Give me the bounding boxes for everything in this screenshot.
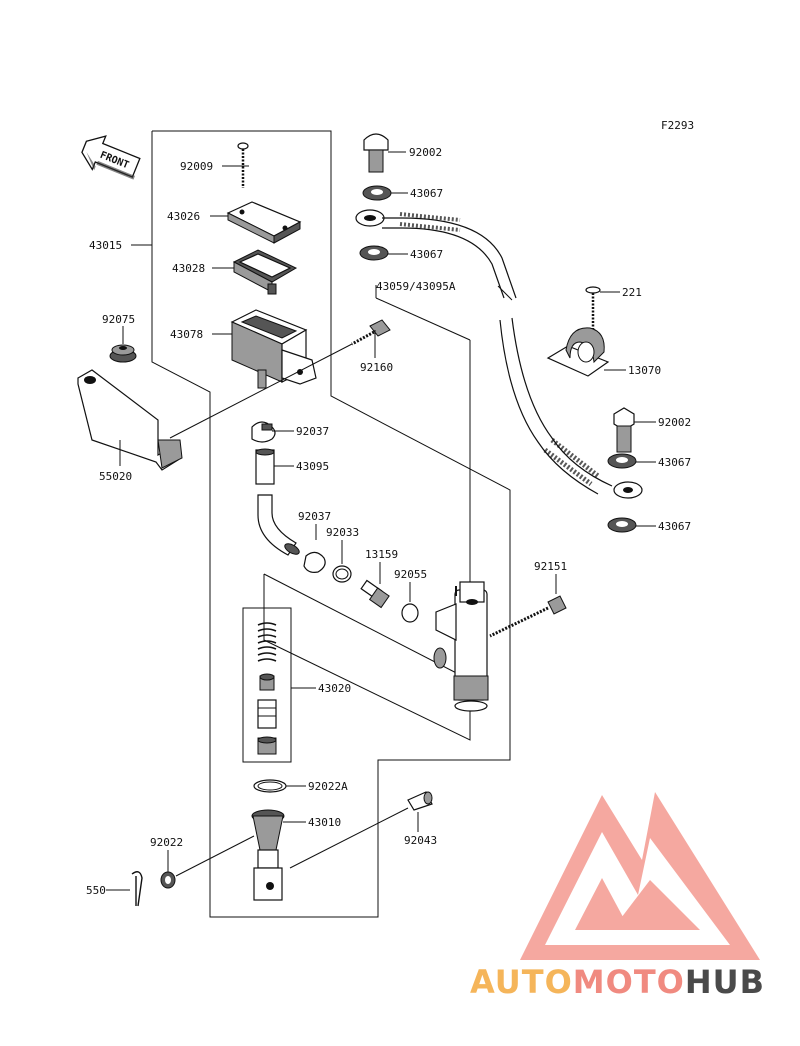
- part-label-43067-d: 43067: [658, 520, 691, 533]
- part-label-43095: 43095: [296, 460, 329, 473]
- part-label-43015: 43015: [89, 239, 122, 252]
- watermark-text: AUTOMOTOHUB: [470, 963, 765, 1001]
- push-rod-43010-icon: [251, 809, 285, 901]
- part-label-92022a: 92022A: [308, 780, 348, 793]
- part-label-92002-top: 92002: [409, 146, 442, 159]
- part-label-92043: 92043: [404, 834, 437, 847]
- part-label-43028: 43028: [172, 262, 205, 275]
- bolt-92151-icon: [489, 595, 567, 638]
- part-label-92037-bottom: 92037: [298, 510, 331, 523]
- part-label-43078: 43078: [170, 328, 203, 341]
- pin-92043-icon: [407, 791, 433, 811]
- master-cylinder-body-icon: [433, 581, 489, 712]
- part-label-43067-a: 43067: [410, 187, 443, 200]
- part-label-43020: 43020: [318, 682, 351, 695]
- washer-43067-d-icon: [607, 517, 637, 533]
- banjo-bolt-92002-bottom-icon: [613, 407, 635, 453]
- part-label-92160: 92160: [360, 361, 393, 374]
- spring-icon: [257, 622, 277, 662]
- part-label-550: 550: [86, 884, 106, 897]
- washer-43067-c-icon: [607, 453, 637, 469]
- bolt-92160-icon: [351, 319, 391, 346]
- washer-43067-b-icon: [359, 245, 389, 261]
- repair-kit-box: [242, 607, 292, 763]
- ring-92033-icon: [332, 565, 352, 583]
- reservoir-body-icon: [230, 309, 317, 389]
- oring-92055-icon: [401, 603, 419, 623]
- watermark-part-auto: AUTO: [470, 963, 573, 1001]
- watermark-part-moto: MOTO: [573, 963, 685, 1001]
- clamp-92037-top-icon: [251, 421, 276, 443]
- part-label-92055: 92055: [394, 568, 427, 581]
- part-labels: 92009 43026 43015 43028 92075 43078 9216…: [86, 146, 691, 897]
- part-label-13159: 13159: [365, 548, 398, 561]
- figure-code: F2293: [661, 119, 694, 132]
- washer-92022-icon: [160, 871, 176, 889]
- part-label-43010: 43010: [308, 816, 341, 829]
- clamp-92037-bottom-icon: [303, 551, 326, 573]
- screw-221-icon: [585, 286, 601, 330]
- connector-13159-icon: [360, 579, 390, 609]
- banjo-bolt-92002-top-icon: [363, 133, 389, 173]
- watermark-logo-icon: [520, 792, 760, 960]
- front-arrow-icon: FRONT: [81, 135, 141, 180]
- part-label-92075: 92075: [102, 313, 135, 326]
- screw-92009-icon: [237, 142, 249, 188]
- part-label-92151: 92151: [534, 560, 567, 573]
- assembly-outline: [131, 130, 511, 918]
- part-label-43067-b: 43067: [410, 248, 443, 261]
- part-label-92037-top: 92037: [296, 425, 329, 438]
- part-label-13070: 13070: [628, 364, 661, 377]
- grommet-92075-icon: [109, 344, 137, 363]
- part-label-92002-bottom: 92002: [658, 416, 691, 429]
- brake-hose-icon: [355, 209, 643, 499]
- part-label-43026: 43026: [167, 210, 200, 223]
- washer-43067-a-icon: [362, 185, 392, 201]
- cotter-pin-550-icon: [131, 871, 143, 907]
- part-label-43067-c: 43067: [658, 456, 691, 469]
- seal-icon: [259, 673, 275, 691]
- reservoir-cap-icon: [226, 201, 302, 244]
- part-label-221: 221: [622, 286, 642, 299]
- diaphragm-icon: [232, 249, 298, 295]
- hose-clamp-13070-icon: [546, 327, 610, 377]
- part-label-43059-43095a: 43059/43095A: [376, 280, 456, 293]
- part-label-92033: 92033: [326, 526, 359, 539]
- part-label-92022: 92022: [150, 836, 183, 849]
- part-label-55020: 55020: [99, 470, 132, 483]
- circlip-92022a-icon: [253, 779, 287, 793]
- part-label-92009: 92009: [180, 160, 213, 173]
- piston-icon: [257, 699, 277, 755]
- watermark-part-hub: HUB: [685, 963, 765, 1001]
- hose-43095-icon: [255, 448, 300, 556]
- bracket-55020-icon: [77, 369, 183, 471]
